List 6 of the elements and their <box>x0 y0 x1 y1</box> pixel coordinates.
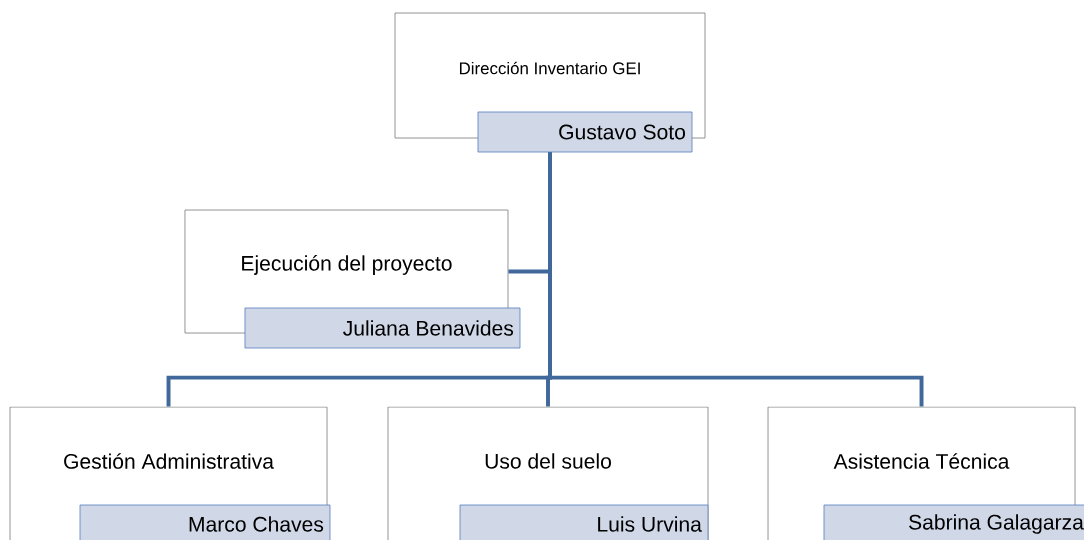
connector-line <box>548 152 924 407</box>
name-tab: Sabrina Galagarza <box>823 504 1084 540</box>
name-tab: Juliana Benavides <box>244 307 521 349</box>
name-tab: Marco Chaves <box>79 504 331 540</box>
name-tab: Gustavo Soto <box>477 111 693 153</box>
name-tab: Luis Urvina <box>459 504 709 540</box>
